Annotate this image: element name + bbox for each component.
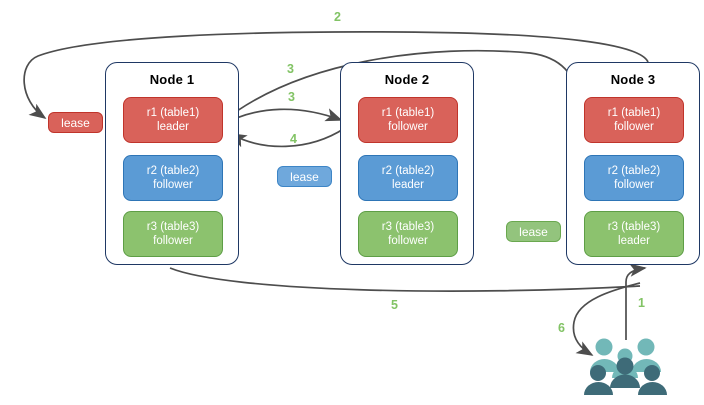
node-3-replica-r2-line1: r2 (table2) [607, 165, 661, 177]
node-1: Node 1 r1 (table1) leader r2 (table2) fo… [105, 62, 239, 265]
node-3-replica-r1-line1: r1 (table1) [607, 107, 661, 119]
node-3-replica-r3-line2: leader [618, 235, 650, 247]
node-3-replica-r1-line2: follower [614, 121, 654, 133]
node-2-title: Node 2 [384, 72, 430, 87]
step-label-1: 1 [638, 296, 645, 310]
lease-badge-r2[interactable]: lease [277, 166, 332, 187]
node-1-replica-r2[interactable]: r2 (table2) follower [123, 155, 223, 201]
node-2: Node 2 r1 (table1) follower r2 (table2) … [340, 62, 474, 265]
node-1-replica-r1-line1: r1 (table1) [146, 107, 200, 119]
node-3-title: Node 3 [610, 72, 656, 87]
node-2-replica-r1-line1: r1 (table1) [381, 107, 435, 119]
node-3-replica-r1[interactable]: r1 (table1) follower [584, 97, 684, 143]
lease-badge-r1-label: lease [61, 115, 90, 130]
node-3-replica-r2[interactable]: r2 (table2) follower [584, 155, 684, 201]
node-3: Node 3 r1 (table1) follower r2 (table2) … [566, 62, 700, 265]
node-1-replica-r3-line1: r3 (table3) [146, 221, 200, 233]
node-1-title: Node 1 [149, 72, 195, 87]
step-label-3b: 3 [288, 90, 295, 104]
arrow-step-2 [23, 31, 649, 119]
node-2-replica-r2-line1: r2 (table2) [381, 165, 435, 177]
node-2-replica-r3-line2: follower [388, 235, 428, 247]
step-label-2: 2 [334, 10, 341, 24]
lease-badge-r1[interactable]: lease [48, 112, 103, 133]
step-label-3a: 3 [287, 62, 294, 76]
arrow-step-5 [169, 267, 641, 292]
arrow-step-1 [625, 263, 647, 340]
node-3-replica-r2-line2: follower [614, 179, 654, 191]
node-2-replica-r1-line2: follower [388, 121, 428, 133]
node-1-replica-r2-line1: r2 (table2) [146, 165, 200, 177]
step-label-4: 4 [290, 132, 297, 146]
lease-badge-r3[interactable]: lease [506, 221, 561, 242]
node-1-replica-r3-line2: follower [153, 235, 193, 247]
lease-badge-r2-label: lease [290, 169, 319, 184]
node-1-replica-r1[interactable]: r1 (table1) leader [123, 97, 223, 143]
node-3-replica-r3[interactable]: r3 (table3) leader [584, 211, 684, 257]
node-2-replica-r3[interactable]: r3 (table3) follower [358, 211, 458, 257]
node-2-replica-r3-line1: r3 (table3) [381, 221, 435, 233]
lease-badge-r3-label: lease [519, 224, 548, 239]
step-label-5: 5 [391, 298, 398, 312]
people-front-row-icon [584, 357, 667, 395]
node-2-replica-r2[interactable]: r2 (table2) leader [358, 155, 458, 201]
arrow-step-4 [229, 127, 346, 148]
node-3-replica-r3-line1: r3 (table3) [607, 221, 661, 233]
node-1-replica-r1-line2: leader [157, 121, 189, 133]
node-2-replica-r2-line2: leader [392, 179, 424, 191]
node-1-replica-r3[interactable]: r3 (table3) follower [123, 211, 223, 257]
node-2-replica-r1[interactable]: r1 (table1) follower [358, 97, 458, 143]
node-1-replica-r2-line2: follower [153, 179, 193, 191]
arrow-step-6 [572, 282, 641, 356]
step-label-6: 6 [558, 321, 565, 335]
